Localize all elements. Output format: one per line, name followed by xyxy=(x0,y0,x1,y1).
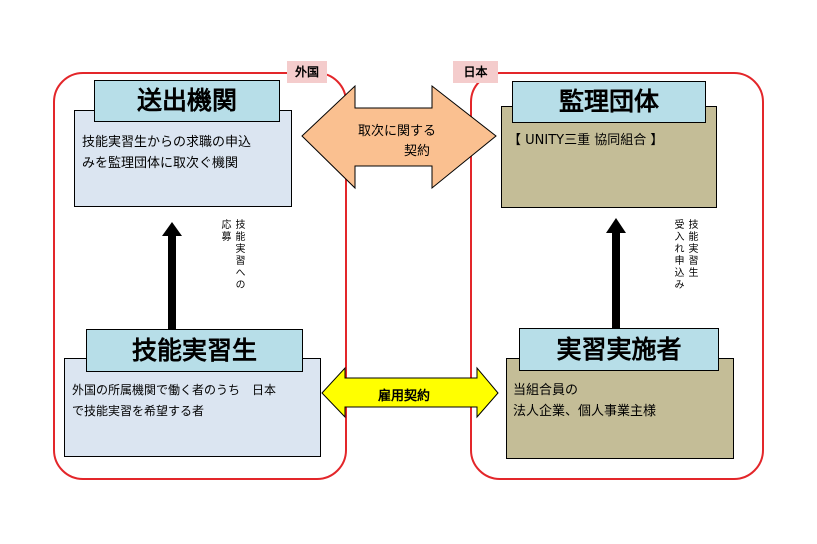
employment-contract-arrow xyxy=(321,366,499,419)
implementer-box xyxy=(506,358,734,459)
application-label-col2: 応募 xyxy=(219,219,230,243)
japan-tag: 日本 xyxy=(453,61,498,83)
trainee-box xyxy=(64,358,321,457)
implementer-title: 実習実施者 xyxy=(519,328,719,371)
sending-org-title: 送出機関 xyxy=(94,80,280,122)
agency-contract-arrow xyxy=(301,84,497,190)
implementer-desc-line1: 当組合員の xyxy=(513,383,579,398)
acceptance-up-arrow xyxy=(606,218,626,328)
foreign-region xyxy=(53,72,347,480)
implementer-desc-line2: 法人企業、個人事業主様 xyxy=(513,404,657,419)
supervising-org-title: 監理団体 xyxy=(512,81,706,123)
employment-contract-label: 雇用契約 xyxy=(378,389,431,404)
application-up-arrow xyxy=(162,222,182,330)
sending-org-box xyxy=(74,110,292,207)
foreign-tag: 外国 xyxy=(287,61,327,83)
agency-contract-label-line1: 取次に関する xyxy=(358,124,437,139)
trainee-title: 技能実習生 xyxy=(86,329,303,372)
sending-org-desc-line1: 技能実習生からの求職の申込 xyxy=(82,135,252,150)
agency-contract-label-line2: 契約 xyxy=(404,144,431,159)
trainee-desc-line2: で技能実習を希望する者 xyxy=(72,404,205,418)
trainee-desc-line1: 外国の所属機関で働く者のうち 日本 xyxy=(72,383,277,397)
supervising-org-desc: 【 UNITY三重 協同組合 】 xyxy=(508,133,664,148)
acceptance-label-col2: 受入れ申込み xyxy=(672,219,683,291)
japan-region xyxy=(470,72,764,480)
acceptance-label-col1: 技能実習生 xyxy=(686,219,697,279)
sending-org-desc-line2: みを監理団体に取次ぐ機関 xyxy=(82,156,239,171)
application-label-col1: 技能実習への xyxy=(233,219,244,291)
